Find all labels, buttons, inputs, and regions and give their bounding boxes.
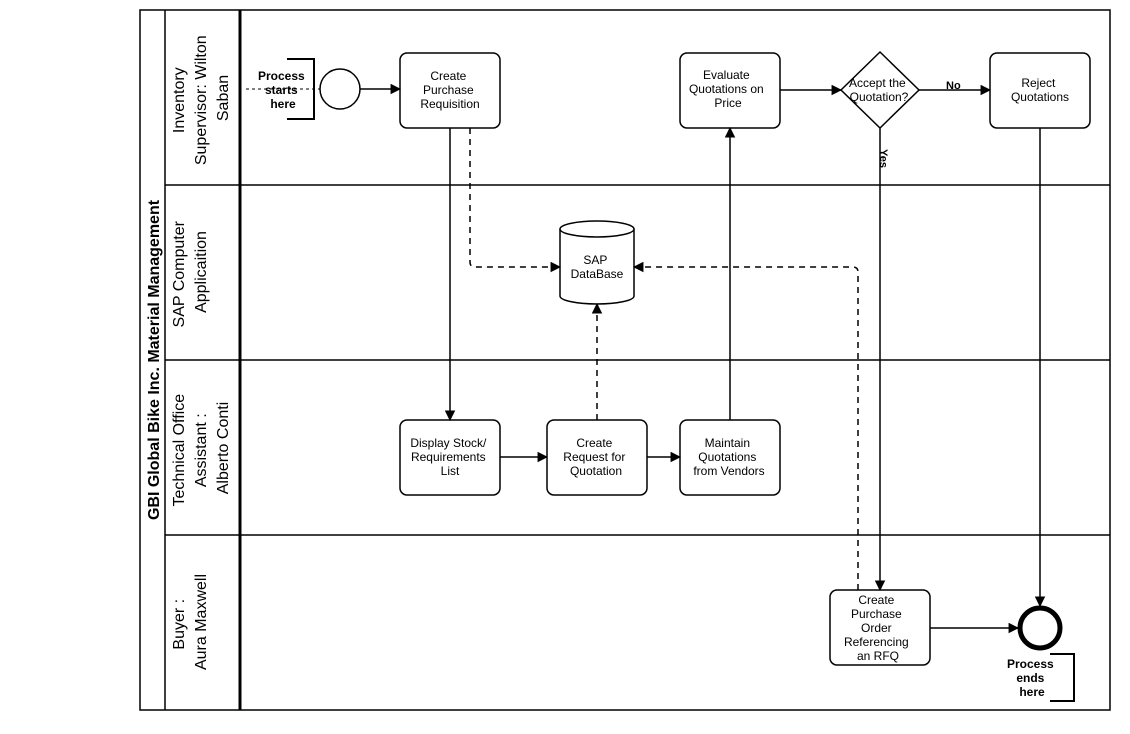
end-annotation-line: here (1019, 685, 1045, 699)
task-label-line: Order (861, 621, 892, 635)
task-label-line: Create (576, 436, 612, 450)
task-label-line: List (441, 464, 460, 478)
lane-label-line: Alberto Conti (215, 402, 232, 495)
lane-label-technical: Technical Office Assistant : Alberto Con… (171, 389, 232, 506)
task-label-line: Quotations (1011, 90, 1069, 104)
svg-text:Accept the Quotation?: Accept the Quotation? (849, 76, 909, 104)
svg-text:Create Purchase Re: Create Purchase Requisition (420, 69, 479, 111)
task-label-line: Create (430, 69, 466, 83)
task-label-line: Requirements (411, 450, 486, 464)
task-label-line: Requisition (420, 97, 479, 111)
task-maintain-quotations[interactable]: Maintain Quotations from Vendors (679, 419, 781, 496)
task-label-line: Quotations on (689, 82, 764, 96)
svg-text:SAP DataBase: SAP DataBase (571, 253, 624, 281)
task-label-line: Evaluate (703, 68, 750, 82)
lane-label-line: Supervisor: Wilton (193, 35, 210, 165)
start-annotation: Process starts here (246, 58, 320, 120)
lane-label-inventory: Inventory Supervisor: Wilton Saban (171, 31, 232, 165)
svg-text:Create Request for: Create Request for Quotation (563, 436, 628, 478)
svg-text:Evaluate Quotations on: Evaluate Quotations on Price (689, 68, 767, 110)
task-label-line: Request for (563, 450, 625, 464)
end-annotation-line: ends (1016, 671, 1044, 685)
task-reject-quotations[interactable]: Reject Quotations (989, 52, 1091, 129)
lane-label-line: Inventory (171, 67, 188, 133)
task-display-stock[interactable]: Display Stock/ Requirements List (399, 419, 501, 496)
gateway-label-line: Accept the (849, 76, 906, 90)
svg-text:Reject Quotations: Reject Quotations (1011, 76, 1069, 104)
svg-text:Process starts her: Process starts here (258, 69, 308, 111)
lane-label-line: Applicaition (193, 231, 210, 313)
task-create-rfq[interactable]: Create Request for Quotation (546, 419, 648, 496)
task-label-line: Referencing (844, 635, 909, 649)
datastore-label-line: DataBase (571, 267, 624, 281)
task-label-line: Purchase (423, 83, 474, 97)
start-annotation-line: Process (258, 69, 305, 83)
assoc-create-pr-to-database (469, 128, 562, 273)
task-label-line: Price (714, 96, 742, 110)
task-label-line: Purchase (851, 607, 902, 621)
svg-text:Display Stock/ Requireme: Display Stock/ Requirements List (410, 436, 489, 478)
assoc-create-po-to-database (632, 261, 859, 590)
task-label-line: Display Stock/ (410, 436, 487, 450)
lane-label-line: SAP Computer (171, 220, 188, 327)
datastore-label-line: SAP (583, 253, 607, 267)
task-create-purchase-requisition[interactable]: Create Purchase Requisition (399, 52, 501, 129)
task-label-line: Reject (1021, 76, 1056, 90)
lane-label-line: Assistant : (193, 413, 210, 487)
svg-text:Create Purchase Or: Create Purchase Order Referencing an RFQ (844, 593, 912, 663)
end-annotation-line: Process (1007, 657, 1054, 671)
lane-label-line: Buyer : (171, 599, 188, 650)
start-annotation-line: here (270, 97, 296, 111)
task-label-line: from Vendors (693, 464, 764, 478)
end-annotation: Process ends here (1007, 653, 1075, 702)
flow-label-no: No (946, 80, 961, 92)
start-event[interactable] (319, 68, 361, 110)
task-label-line: Quotation (570, 464, 622, 478)
gateway-label-line: Quotation? (850, 90, 909, 104)
svg-text:Maintain Quotations: Maintain Quotations from Vendors (693, 436, 764, 478)
task-create-purchase-order[interactable]: Create Purchase Order Referencing an RFQ (829, 589, 931, 666)
svg-text:Process ends here: Process ends here (1007, 657, 1057, 699)
task-label-line: Create (858, 593, 894, 607)
flow-label-yes: Yes (877, 149, 889, 168)
data-associations (469, 128, 859, 590)
end-event[interactable] (1017, 605, 1063, 651)
task-evaluate-quotations[interactable]: Evaluate Quotations on Price (679, 52, 781, 129)
task-label-line: an RFQ (857, 649, 899, 663)
pool-title: GBI Global Bike Inc. Material Management (146, 199, 163, 520)
gateway-accept-quotation[interactable]: Accept the Quotation? (839, 50, 921, 130)
sequence-flows (360, 83, 1046, 634)
lane-label-sap: SAP Computer Applicaition (171, 217, 210, 328)
lane-label-line: Technical Office (171, 394, 188, 507)
lane-label-buyer: Buyer : Aura Maxwell (171, 574, 210, 670)
lane-label-line: Aura Maxwell (193, 574, 210, 670)
pool (139, 9, 1111, 711)
start-annotation-line: starts (265, 83, 298, 97)
task-label-line: Maintain (705, 436, 750, 450)
task-label-line: Quotations (698, 450, 756, 464)
datastore-sap-database[interactable]: SAP DataBase (559, 220, 635, 305)
lane-label-line: Saban (215, 75, 232, 121)
